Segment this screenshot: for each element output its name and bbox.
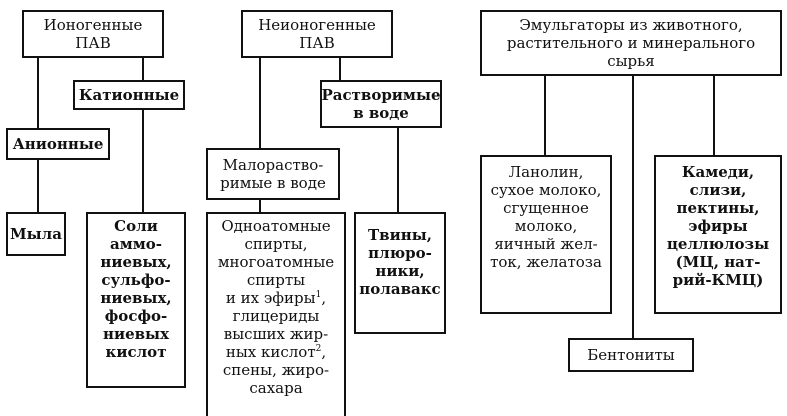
node-nonionic-surfactants: Неионогенные ПАВ — [241, 10, 393, 58]
alcohols-text-part1: Одноатомные спирты, многоатомные спирты … — [217, 217, 335, 307]
node-alcohols-and-esters: Одноатомные спирты, многоатомные спирты … — [206, 212, 346, 416]
node-sparingly-soluble: Малораство- римые в воде — [206, 148, 340, 200]
node-water-soluble: Растворимые в воде — [320, 80, 442, 128]
node-ionic-surfactants: Ионогенные ПАВ — [22, 10, 164, 58]
alcohols-text-part2: , глицериды высших жир- ных кислот — [223, 289, 329, 361]
node-bentonites: Бентониты — [568, 338, 694, 372]
alcohols-text: Одноатомные спирты, многоатомные спирты … — [218, 217, 334, 397]
node-soaps: Мыла — [6, 212, 66, 256]
alcohols-text-part3: , спены, жиро- сахара — [222, 343, 330, 397]
node-anionic: Анионные — [6, 128, 110, 160]
footnote-1: 1 — [315, 290, 322, 300]
node-natural-emulsifiers: Эмульгаторы из животного, растительного … — [480, 10, 782, 76]
node-lanolin-group: Ланолин, сухое молоко, сгущенное молоко,… — [480, 155, 612, 314]
node-gums-group: Камеди, слизи, пектины, эфиры целлюлозы … — [654, 155, 782, 314]
node-onium-salts: Соли аммо- ниевых, сульфо- ниевых, фосфо… — [86, 212, 186, 388]
footnote-2: 2 — [315, 344, 322, 354]
node-cationic: Катионные — [73, 80, 185, 110]
node-tweens: Твины, плюро- ники, полавакс — [354, 212, 446, 334]
